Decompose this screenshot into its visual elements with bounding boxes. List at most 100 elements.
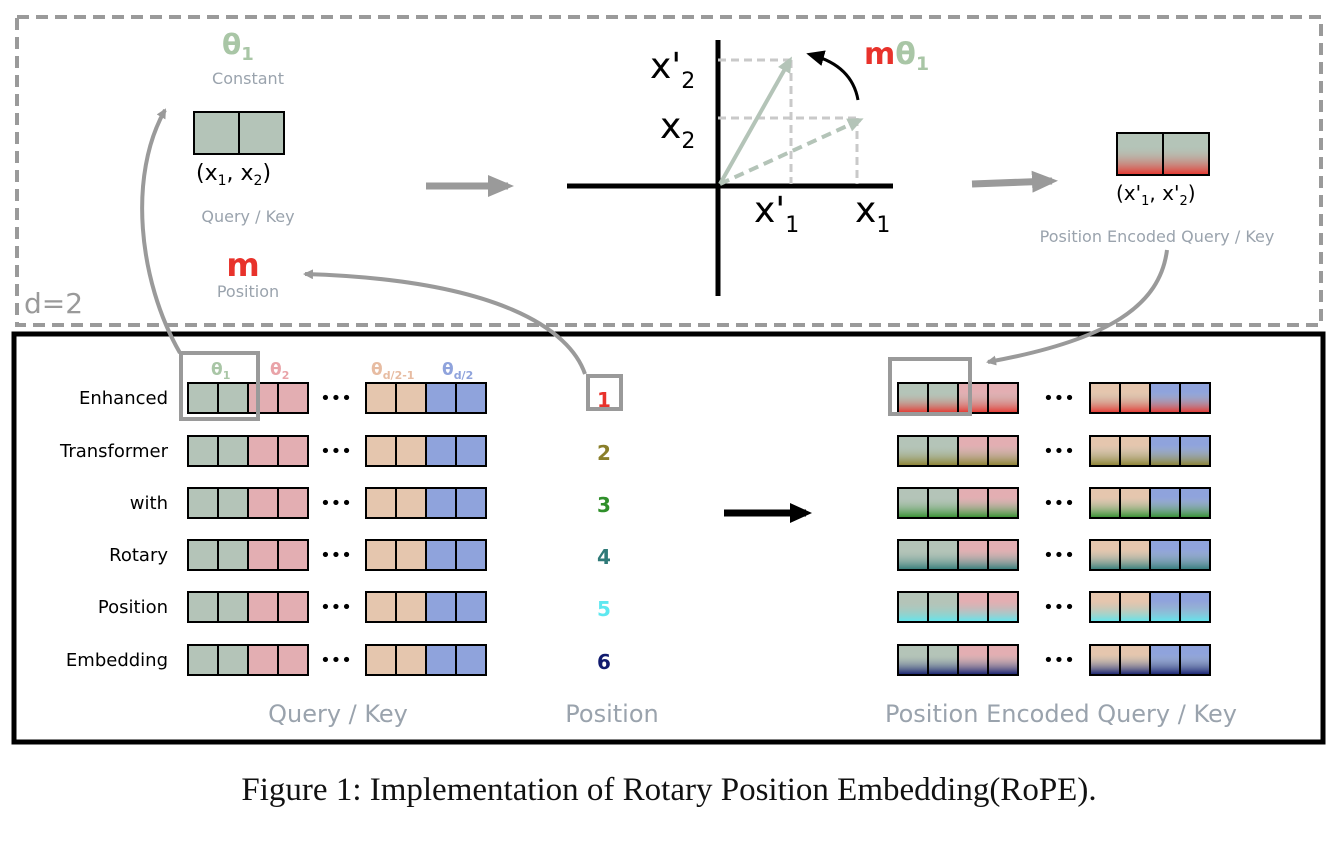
query-key-cell-border bbox=[455, 382, 487, 414]
encoded-cell-shade bbox=[898, 488, 928, 518]
encoded-cell-border bbox=[987, 382, 1019, 414]
query-key-cell bbox=[456, 383, 486, 413]
query-key-cell bbox=[188, 488, 218, 518]
query-key-cell-border bbox=[455, 644, 487, 676]
theta-header-2: θ2 bbox=[270, 360, 289, 382]
query-key-cell bbox=[218, 592, 248, 622]
query-key-cell-border bbox=[277, 644, 309, 676]
top-panel-frame bbox=[15, 15, 1323, 327]
encoded-cell-shade bbox=[958, 592, 988, 622]
axis-label-x2-prime: x'2 bbox=[650, 46, 695, 94]
query-key-cell bbox=[396, 383, 426, 413]
encoded-cell-shade bbox=[1150, 383, 1180, 413]
encoded-cell-border bbox=[987, 539, 1019, 571]
token-row: Transformer•••2••• bbox=[59, 435, 1211, 467]
query-key-cell bbox=[278, 592, 308, 622]
token-row: Embedding•••6••• bbox=[66, 644, 1211, 676]
query-key-cell-border bbox=[277, 487, 309, 519]
query-key-cell-border bbox=[455, 487, 487, 519]
encoded-cell-shade bbox=[898, 540, 928, 570]
encoded-cell-shade bbox=[1120, 436, 1150, 466]
ellipsis: ••• bbox=[320, 545, 352, 566]
rotated-vector bbox=[718, 56, 792, 185]
theta-constant-symbol: θ1 bbox=[222, 28, 254, 65]
encoded-cell-shade bbox=[928, 488, 958, 518]
encoded-cell-shade bbox=[1120, 488, 1150, 518]
ellipsis: ••• bbox=[1043, 388, 1075, 409]
encoded-cell-shade bbox=[958, 645, 988, 675]
query-key-cell bbox=[456, 592, 486, 622]
constant-label: Constant bbox=[212, 69, 284, 88]
encoded-cell-shade bbox=[1150, 645, 1180, 675]
arrow-position-to-m bbox=[303, 269, 587, 375]
encoded-cell-shade bbox=[928, 436, 958, 466]
token-rows: Enhanced•••1•••Transformer•••2•••with•••… bbox=[59, 382, 1211, 676]
encoded-cell-border bbox=[987, 487, 1019, 519]
query-key-cell bbox=[366, 383, 396, 413]
query-key-cell bbox=[396, 488, 426, 518]
position-number: 4 bbox=[597, 545, 611, 569]
encoded-cell-border bbox=[987, 591, 1019, 623]
ellipsis: ••• bbox=[1043, 493, 1075, 514]
query-key-cell bbox=[278, 383, 308, 413]
input-pair-text: (x1, x2) bbox=[196, 161, 271, 189]
token-label: Embedding bbox=[66, 650, 168, 671]
input-pair-block bbox=[193, 111, 285, 155]
query-key-cell bbox=[188, 540, 218, 570]
query-key-cell bbox=[426, 383, 456, 413]
query-key-cell bbox=[188, 592, 218, 622]
query-key-cell bbox=[188, 436, 218, 466]
encoded-cell-shade bbox=[1090, 540, 1120, 570]
query-key-cell-border bbox=[277, 591, 309, 623]
ellipsis: ••• bbox=[320, 597, 352, 618]
query-key-cell bbox=[366, 540, 396, 570]
encoded-query-key-label: Position Encoded Query / Key bbox=[885, 700, 1237, 728]
token-label: Transformer bbox=[59, 441, 169, 462]
rotation-plot bbox=[567, 40, 893, 296]
query-key-cell bbox=[426, 592, 456, 622]
encoded-cell-border bbox=[1179, 539, 1211, 571]
encoded-cell-shade bbox=[958, 436, 988, 466]
query-key-cell bbox=[218, 488, 248, 518]
encoded-cell-shade bbox=[988, 488, 1018, 518]
token-row: Rotary•••4••• bbox=[109, 539, 1211, 571]
position-number: 2 bbox=[597, 441, 611, 465]
encoded-cell-shade bbox=[928, 383, 958, 413]
query-key-cell bbox=[396, 436, 426, 466]
query-key-cell bbox=[396, 645, 426, 675]
original-vector bbox=[719, 118, 864, 186]
encoded-cell-shade bbox=[1150, 488, 1180, 518]
encoded-cell-shade bbox=[1150, 592, 1180, 622]
query-key-cell bbox=[248, 488, 278, 518]
arrow-output-to-encoded bbox=[986, 249, 1169, 366]
encoded-cell-shade bbox=[988, 645, 1018, 675]
dimension-label: d=2 bbox=[24, 287, 83, 320]
ellipsis: ••• bbox=[320, 441, 352, 462]
query-key-cell bbox=[366, 436, 396, 466]
encoded-cell-border bbox=[1179, 487, 1211, 519]
encoded-cell-shade bbox=[988, 540, 1018, 570]
encoded-cell-shade bbox=[1120, 592, 1150, 622]
query-key-cell bbox=[278, 488, 308, 518]
query-key-cell bbox=[456, 436, 486, 466]
query-key-cell bbox=[248, 592, 278, 622]
encoded-cell-shade bbox=[1180, 383, 1210, 413]
position-label: Position bbox=[217, 282, 279, 301]
token-row: Position•••5••• bbox=[98, 591, 1211, 623]
encoded-highlight-box bbox=[888, 357, 972, 416]
ellipsis: ••• bbox=[1043, 650, 1075, 671]
position-number: 1 bbox=[597, 388, 611, 412]
encoded-cell-shade bbox=[958, 383, 988, 413]
encoded-cell-shade bbox=[1090, 436, 1120, 466]
encoded-cell-shade bbox=[1180, 436, 1210, 466]
encoded-cell-shade bbox=[1090, 592, 1120, 622]
output-pair-text: (x'1, x'2) bbox=[1116, 181, 1196, 209]
rotation-angle-label: mθ1 bbox=[864, 37, 929, 75]
encoded-cell-shade bbox=[898, 383, 928, 413]
encoded-cell-border bbox=[987, 435, 1019, 467]
query-key-cell-border bbox=[277, 435, 309, 467]
encoded-cell-shade bbox=[1120, 540, 1150, 570]
position-column-label: Position bbox=[565, 700, 658, 728]
query-key-cell bbox=[456, 488, 486, 518]
